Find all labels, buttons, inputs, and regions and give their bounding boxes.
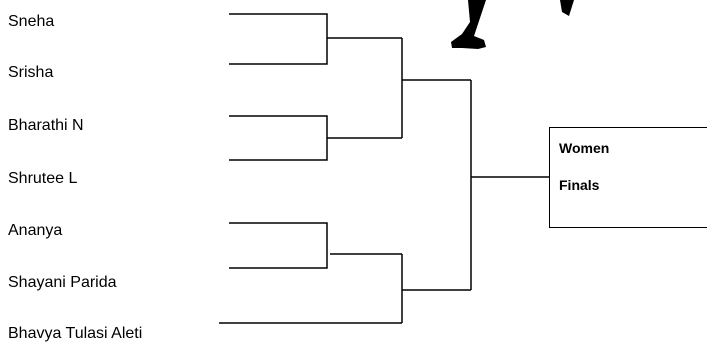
- finals-label-finals: Finals: [559, 177, 599, 193]
- player-name: Shrutee L: [8, 170, 77, 188]
- player-name: Srisha: [8, 64, 53, 82]
- player-name: Shayani Parida: [8, 274, 117, 292]
- bracket-line-sneha: [229, 14, 327, 64]
- bracket-line-ananya: [229, 223, 327, 268]
- player-name: Bharathi N: [8, 117, 84, 135]
- finals-label-women: Women: [559, 140, 609, 156]
- player-name: Bhavya Tulasi Aleti: [8, 325, 142, 343]
- player-name: Sneha: [8, 13, 54, 31]
- player-name: Ananya: [8, 222, 62, 240]
- bracket-line-bharathi: [229, 116, 327, 160]
- player-silhouette-icon: [451, 0, 574, 49]
